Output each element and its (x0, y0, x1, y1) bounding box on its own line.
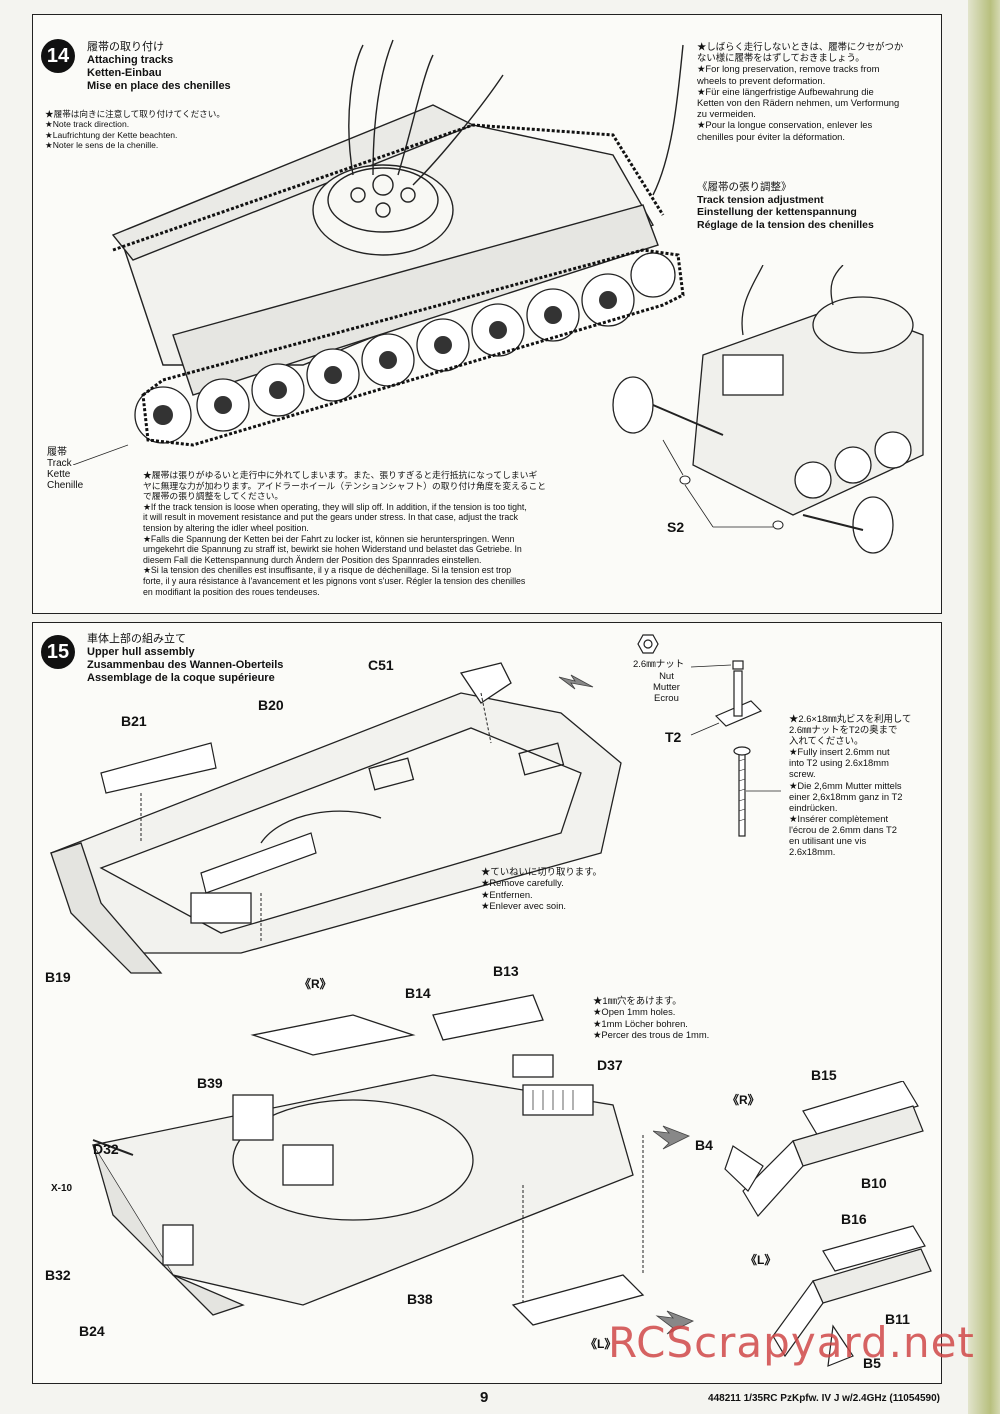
page-number: 9 (480, 1389, 489, 1406)
title-jp: 履帯の取り付け (87, 41, 164, 53)
part-b10-label: B10 (861, 1175, 887, 1191)
part-b13-label: B13 (493, 963, 519, 979)
site-watermark: RCScrapyard.net (608, 1318, 975, 1367)
chassis-with-tracks-drawing (72, 39, 685, 465)
part-b14-label: B14 (405, 985, 431, 1001)
part-b5-label: B5 (863, 1355, 881, 1371)
part-b16-label: B16 (841, 1211, 867, 1227)
step-14-number: 14 (41, 39, 75, 73)
part-s2-label: S2 (667, 519, 685, 535)
side-r-top-label: 《R》 (299, 977, 332, 991)
part-b19-label: B19 (45, 969, 71, 985)
part-b21-label: B21 (121, 713, 147, 729)
side-l-right-label: 《L》 (745, 1253, 777, 1267)
part-b11-label: B11 (885, 1311, 910, 1327)
manual-code: 448211 1/35RC PzKpfw. IV J w/2.4GHz (110… (708, 1393, 940, 1404)
part-b39-label: B39 (197, 1075, 223, 1091)
page-edge-strip (968, 0, 1000, 1414)
step-14-title: 履帯の取り付け Attaching tracks Ketten-Einbau M… (87, 41, 231, 93)
storage-note: ★しばらく走行しないときは、履帯にクセがつかない様に履帯をはずしておきましょう。… (697, 41, 904, 142)
side-r-right-label: 《R》 (727, 1093, 760, 1107)
track-tension-note: ★履帯は張りがゆるいと走行中に外れてしまいます。また、張りすぎると走行抵抗になっ… (143, 470, 547, 597)
part-b32-label: B32 (45, 1267, 71, 1283)
part-b15-label: B15 (811, 1067, 837, 1083)
side-l-bottom-label: 《L》 (585, 1337, 617, 1351)
drill-holes-note: ★1㎜穴をあけます。★Open 1mm holes. ★1mm Löcher b… (593, 995, 710, 1041)
part-x10-label: X-10 (51, 1183, 73, 1194)
title-de: Ketten-Einbau (87, 67, 162, 79)
upper-hull-drawing (49, 662, 622, 974)
track-direction-note: ★履帯は向きに注意して取り付けてください。 ★Note track direct… (45, 109, 225, 150)
part-t2-label: T2 (665, 729, 682, 745)
part-c51-label: C51 (368, 657, 394, 673)
remove-carefully-note: ★ていねいに切り取ります。★Remove carefully. ★Entfern… (481, 866, 602, 912)
idler-adjustment-drawing (612, 265, 924, 554)
part-b4-label: B4 (695, 1137, 713, 1153)
title-en: Attaching tracks (87, 54, 174, 66)
nut-size-label: 2.6㎜ナット (633, 659, 685, 670)
step-15-number: 15 (41, 635, 75, 669)
part-b24-label: B24 (79, 1323, 105, 1339)
part-b20-label: B20 (258, 697, 284, 713)
part-d32-label: D32 (93, 1141, 119, 1157)
nut-t2-screw-drawing (637, 634, 781, 837)
side-skirt-parts-drawing (653, 1081, 932, 1367)
part-b38-label: B38 (407, 1291, 433, 1307)
direction-arrow-icon (558, 674, 594, 690)
part-d37-label: D37 (597, 1057, 623, 1073)
track-tension-title: 《履帯の張り調整》Track tension adjustment Einste… (697, 181, 874, 231)
title-fr: Mise en place des chenilles (87, 80, 231, 92)
hull-hatches-drawing (91, 994, 645, 1326)
step-14-panel: 14 履帯の取り付け Attaching tracks Ketten-Einba… (32, 14, 942, 614)
